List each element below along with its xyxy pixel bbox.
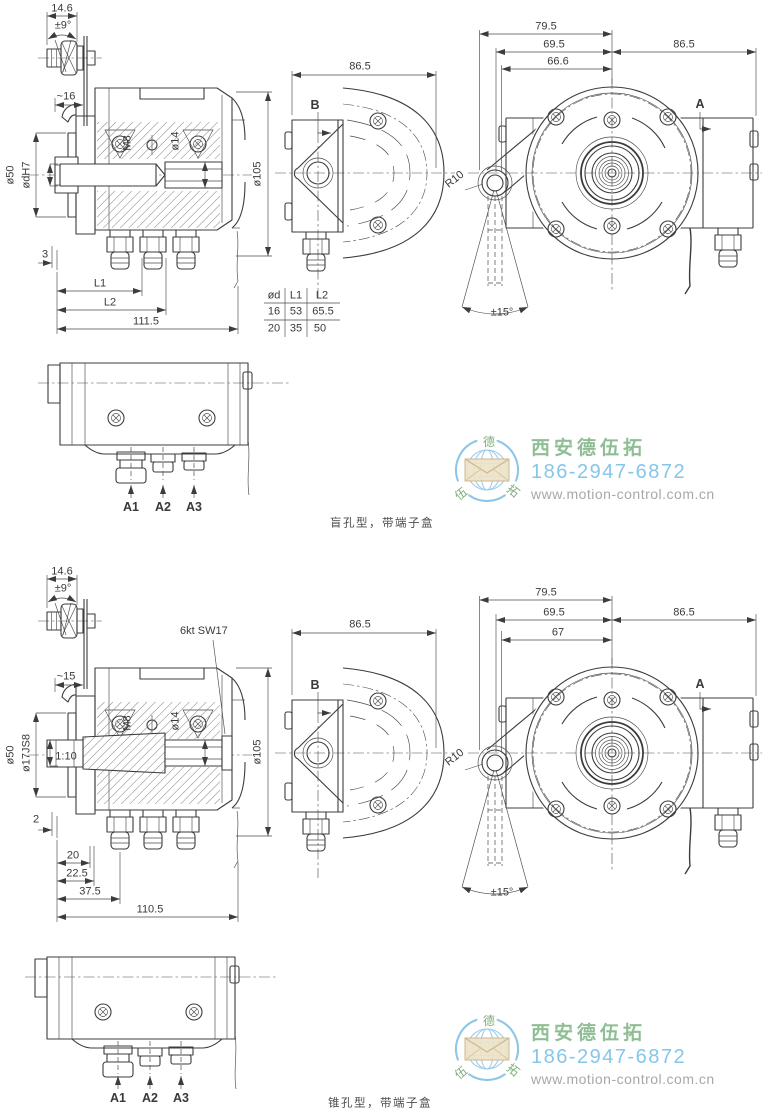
s2-side-dimensions (33, 667, 272, 922)
s2-dim-bview-width: 86.5 (349, 618, 371, 631)
s1-port-a2: A2 (155, 499, 171, 514)
s2-label-hub: ø14 (169, 711, 182, 731)
s1-bview-dimension (291, 71, 437, 168)
s1-dim-bore: ødH7 (20, 161, 33, 189)
s2-dim-shaft-dia: ø50 (4, 745, 17, 765)
s2-view-a-label: A (695, 676, 705, 691)
s1-dim-swing: ±15° (490, 306, 514, 319)
s2-front-dimensions (479, 596, 757, 752)
s1-view-a-label: A (695, 96, 705, 111)
s1-table-header-l1: L1 (289, 289, 303, 302)
s2-port-a2: A2 (142, 1090, 158, 1105)
s2-caption: 锥孔型，带端子盒 (328, 1097, 432, 1110)
wm1-phone-number: 186-2947-6872 (531, 461, 687, 483)
s2-dim-swing: ±15° (490, 886, 514, 899)
wm2-website-url: www.motion-control.com.cn (531, 1071, 715, 1087)
s1-port-a1: A1 (123, 499, 139, 514)
section-taper-hole (25, 575, 762, 1089)
s1-table-cell: 20 (267, 322, 281, 335)
s2-front-dim-1: 79.5 (535, 586, 557, 599)
s1-dim-body-dia: ø105 (251, 161, 264, 187)
s1-front-dimensions (479, 30, 757, 172)
wm1-logo-char-top: 德 (482, 435, 496, 449)
s1-front-dim-3: 66.6 (547, 55, 569, 68)
s2-dim-22-5: 22.5 (66, 867, 88, 880)
s1-table-cell: 53 (289, 305, 303, 318)
s2-bottom-arrows (115, 1076, 184, 1089)
s2-dim-clamp-width: 14.6 (51, 565, 73, 578)
s1-front-dim-2: 69.5 (543, 38, 565, 51)
s2-dim-20: 20 (66, 849, 80, 862)
s2-shaft-taper (46, 639, 233, 804)
s1-dim-offset: ~16 (56, 90, 76, 103)
s1-dim-shaft-dia: ø50 (4, 165, 17, 185)
s1-front-dim-1: 79.5 (535, 20, 557, 33)
s2-dim-bore: ø17JS8 (20, 734, 33, 772)
s1-dim-bview-width: 86.5 (349, 60, 371, 73)
s1-side-dimensions (33, 91, 272, 334)
s1-dim-gap: 3 (41, 248, 49, 261)
s1-label-screw: M8 (121, 135, 134, 151)
s2-label-taper: 1:10 (55, 750, 77, 763)
s2-port-a3: A3 (173, 1090, 189, 1105)
wm1-company-name: 西安德伍拓 (531, 438, 647, 459)
s2-label-hex: 6kt SW17 (180, 625, 228, 637)
s2-dim-total: 110.5 (136, 903, 164, 916)
s2-bview-dimension (291, 629, 437, 748)
s2-front-dim-3: 67 (551, 626, 565, 639)
s2-dim-offset: ~15 (56, 670, 76, 683)
s1-dim-total: 111.5 (133, 315, 159, 328)
s2-front-dim-2: 69.5 (543, 606, 565, 619)
s2-dim-gap: 2 (32, 813, 40, 826)
wm2-phone-number: 186-2947-6872 (531, 1046, 687, 1068)
s1-view-b-label: B (310, 97, 320, 112)
s1-table-lines (264, 288, 340, 337)
s1-dim-l2: L2 (103, 296, 117, 309)
s2-view-b-label: B (310, 677, 320, 692)
s1-caption: 盲孔型，带端子盒 (330, 517, 434, 530)
s1-label-hub: ø14 (169, 131, 182, 151)
s1-table-cell: 50 (313, 322, 327, 335)
s1-table-cell: 65.5 (312, 305, 334, 318)
s1-table-header-od: ød (267, 289, 281, 302)
wm2-logo-char-top: 德 (482, 1014, 496, 1028)
s1-dim-l1: L1 (93, 277, 107, 290)
s1-shaft-blind (54, 122, 223, 228)
s2-dim-clamp-angle: ±9° (54, 582, 72, 595)
wm1-website-url: www.motion-control.com.cn (531, 486, 715, 502)
s1-dim-clamp-angle: ±9° (54, 19, 72, 32)
s2-label-screw: M8 (121, 715, 134, 731)
s2-port-a1: A1 (110, 1090, 126, 1105)
s1-table-cell: 35 (289, 322, 303, 335)
s2-dim-body-dia: ø105 (251, 739, 264, 765)
s1-dim-clamp-width: 14.6 (51, 2, 73, 15)
section-blind-hole (28, 12, 762, 498)
s1-port-a3: A3 (186, 499, 202, 514)
s2-dim-37-5: 37.5 (79, 885, 101, 898)
wm2-company-name: 西安德伍拓 (531, 1023, 647, 1044)
s1-table-cell: 16 (267, 305, 281, 318)
s1-front-dim-width: 86.5 (673, 38, 695, 51)
s1-bottom-arrows (128, 485, 197, 498)
s1-table-header-l2: L2 (315, 289, 329, 302)
s2-front-dim-width: 86.5 (673, 606, 695, 619)
